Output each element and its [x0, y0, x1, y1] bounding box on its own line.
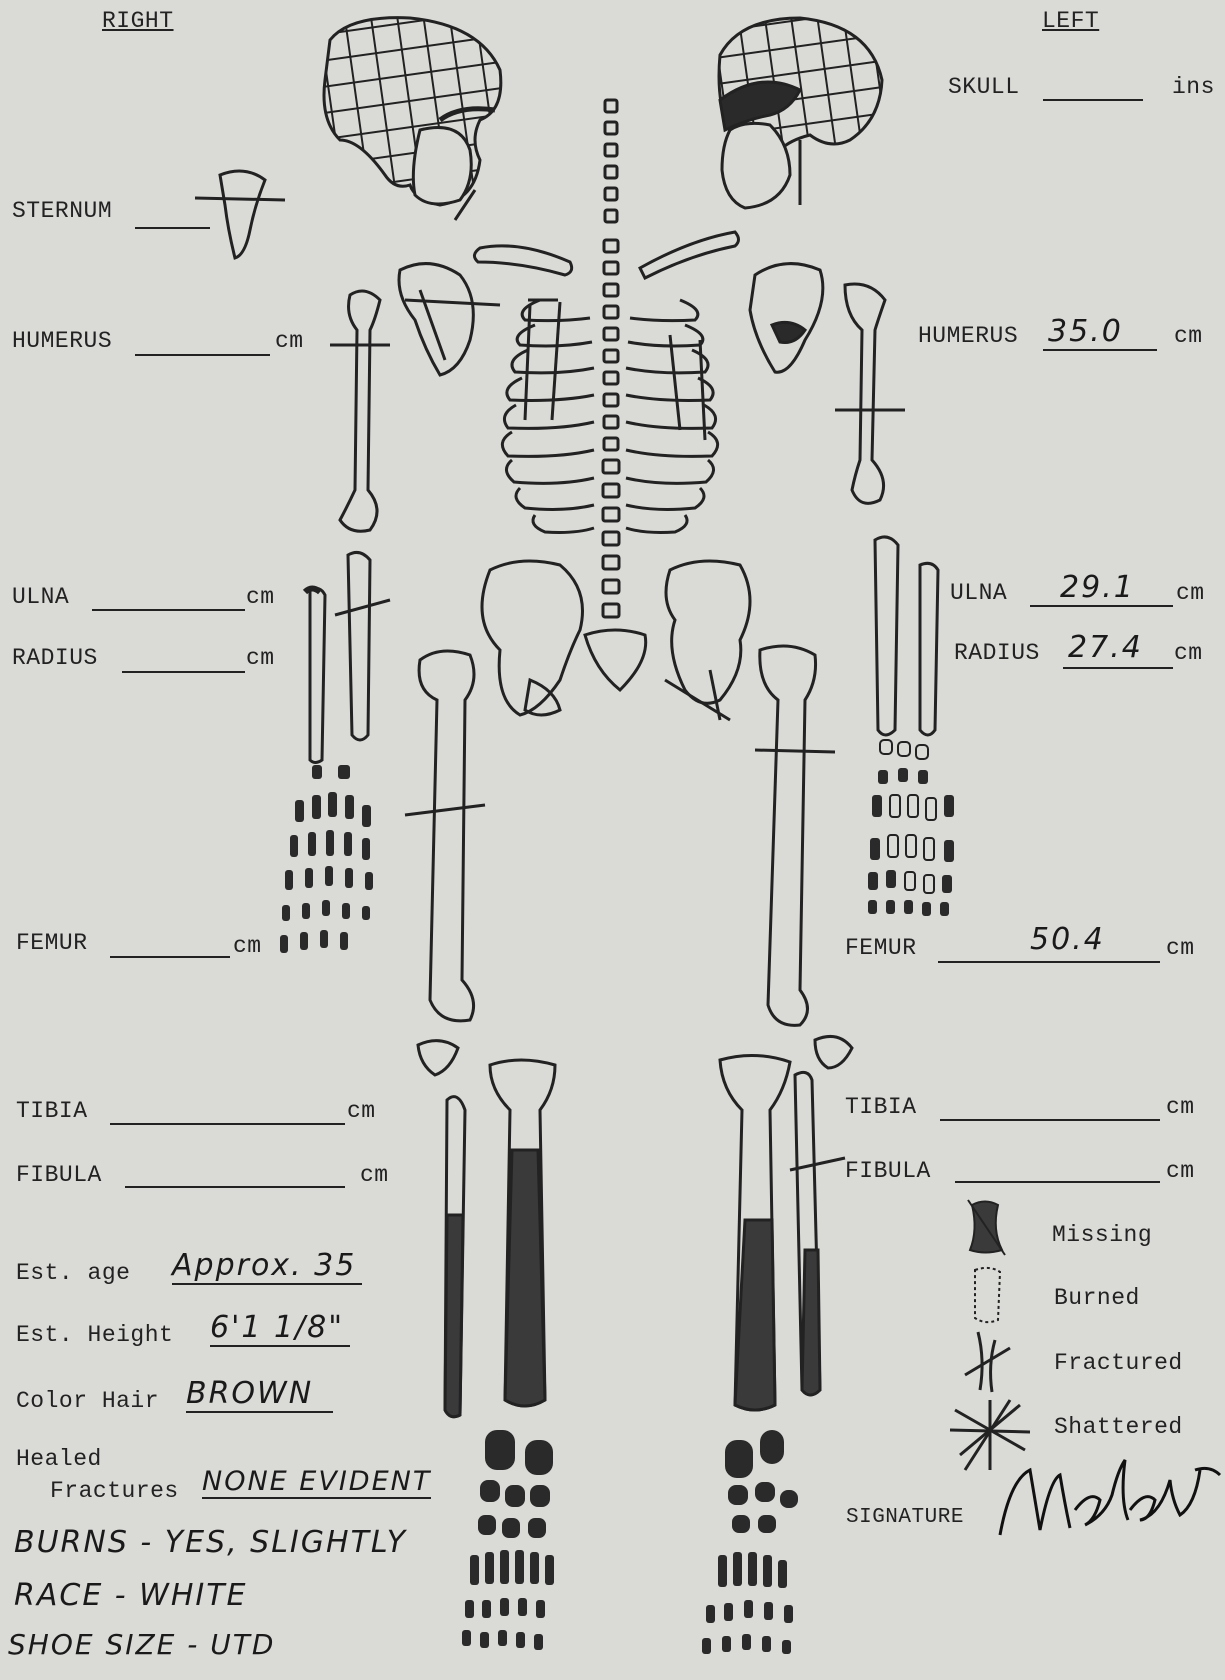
spine: [603, 100, 619, 617]
shattered-bone-icon: [950, 1400, 1030, 1470]
hair-color-value[interactable]: BROWN: [186, 1376, 333, 1413]
right-fibula-unit: cm: [360, 1162, 389, 1188]
foot-right: [462, 1430, 554, 1650]
skull-unit: ins: [1172, 74, 1215, 100]
note-race: RACE - WHITE: [14, 1578, 248, 1613]
ribcage-right: [502, 300, 594, 533]
burned-bone-icon: [975, 1268, 1000, 1322]
right-tibia-label: TIBIA: [16, 1098, 88, 1124]
note-shoe-size: SHOE SIZE - UTD: [8, 1628, 275, 1661]
skull-right: [324, 18, 501, 220]
skull-left: [719, 18, 882, 208]
left-tibia-unit: cm: [1166, 1094, 1195, 1120]
left-femur-unit: cm: [1166, 935, 1195, 961]
right-humerus-label: HUMERUS: [12, 328, 112, 354]
right-tibia-unit: cm: [347, 1098, 376, 1124]
healed-label: Healed: [16, 1446, 102, 1472]
hand-left: [868, 740, 954, 916]
right-humerus-unit: cm: [275, 328, 304, 354]
est-height-label: Est. Height: [16, 1322, 173, 1348]
right-ulna-label: ULNA: [12, 584, 69, 610]
note-burns: BURNS - YES, SLIGHTLY: [14, 1525, 407, 1560]
est-height-value[interactable]: 6'1 1/8": [210, 1310, 350, 1347]
healed-fractures-value[interactable]: NONE EVIDENT: [202, 1466, 431, 1499]
skull-label: SKULL: [948, 74, 1020, 100]
left-ulna-label: ULNA: [950, 580, 1007, 606]
signature-image: [1000, 1460, 1220, 1535]
header-left: LEFT: [1042, 8, 1099, 34]
left-femur-label: FEMUR: [845, 935, 917, 961]
right-ulna-unit: cm: [246, 584, 275, 610]
hand-right: [280, 765, 373, 953]
right-radius-label: RADIUS: [12, 645, 98, 671]
right-fibula-label: FIBULA: [16, 1162, 102, 1188]
right-femur-unit: cm: [233, 933, 262, 959]
right-radius-unit: cm: [246, 645, 275, 671]
right-femur-label: FEMUR: [16, 930, 88, 956]
left-fibula-unit: cm: [1166, 1158, 1195, 1184]
left-radius-label: RADIUS: [954, 640, 1040, 666]
left-radius-unit: cm: [1174, 640, 1203, 666]
signature-label: SIGNATURE: [846, 1506, 964, 1529]
left-humerus-value[interactable]: 35.0: [1048, 314, 1123, 349]
ribcage-left: [626, 300, 718, 533]
header-right: RIGHT: [102, 8, 174, 34]
fractured-bone-icon: [965, 1332, 1010, 1392]
left-radius-value[interactable]: 27.4: [1068, 630, 1143, 665]
left-humerus-label: HUMERUS: [918, 323, 1018, 349]
left-humerus-unit: cm: [1174, 323, 1203, 349]
left-femur-value[interactable]: 50.4: [1030, 922, 1105, 957]
left-fibula-label: FIBULA: [845, 1158, 931, 1184]
foot-left: [702, 1430, 798, 1654]
left-tibia-label: TIBIA: [845, 1094, 917, 1120]
left-ulna-unit: cm: [1176, 580, 1205, 606]
est-age-value[interactable]: Approx. 35: [172, 1248, 362, 1285]
legend-burned: Burned: [1054, 1285, 1140, 1311]
left-ulna-value[interactable]: 29.1: [1060, 570, 1135, 605]
missing-bone-icon: [968, 1200, 1005, 1255]
hair-color-label: Color Hair: [16, 1388, 159, 1414]
legend-shattered: Shattered: [1054, 1414, 1183, 1440]
legend-missing: Missing: [1052, 1222, 1152, 1248]
est-age-label: Est. age: [16, 1260, 130, 1286]
fractures-label: Fractures: [50, 1478, 179, 1504]
sternum-label: STERNUM: [12, 198, 112, 224]
legend-fractured: Fractured: [1054, 1350, 1183, 1376]
